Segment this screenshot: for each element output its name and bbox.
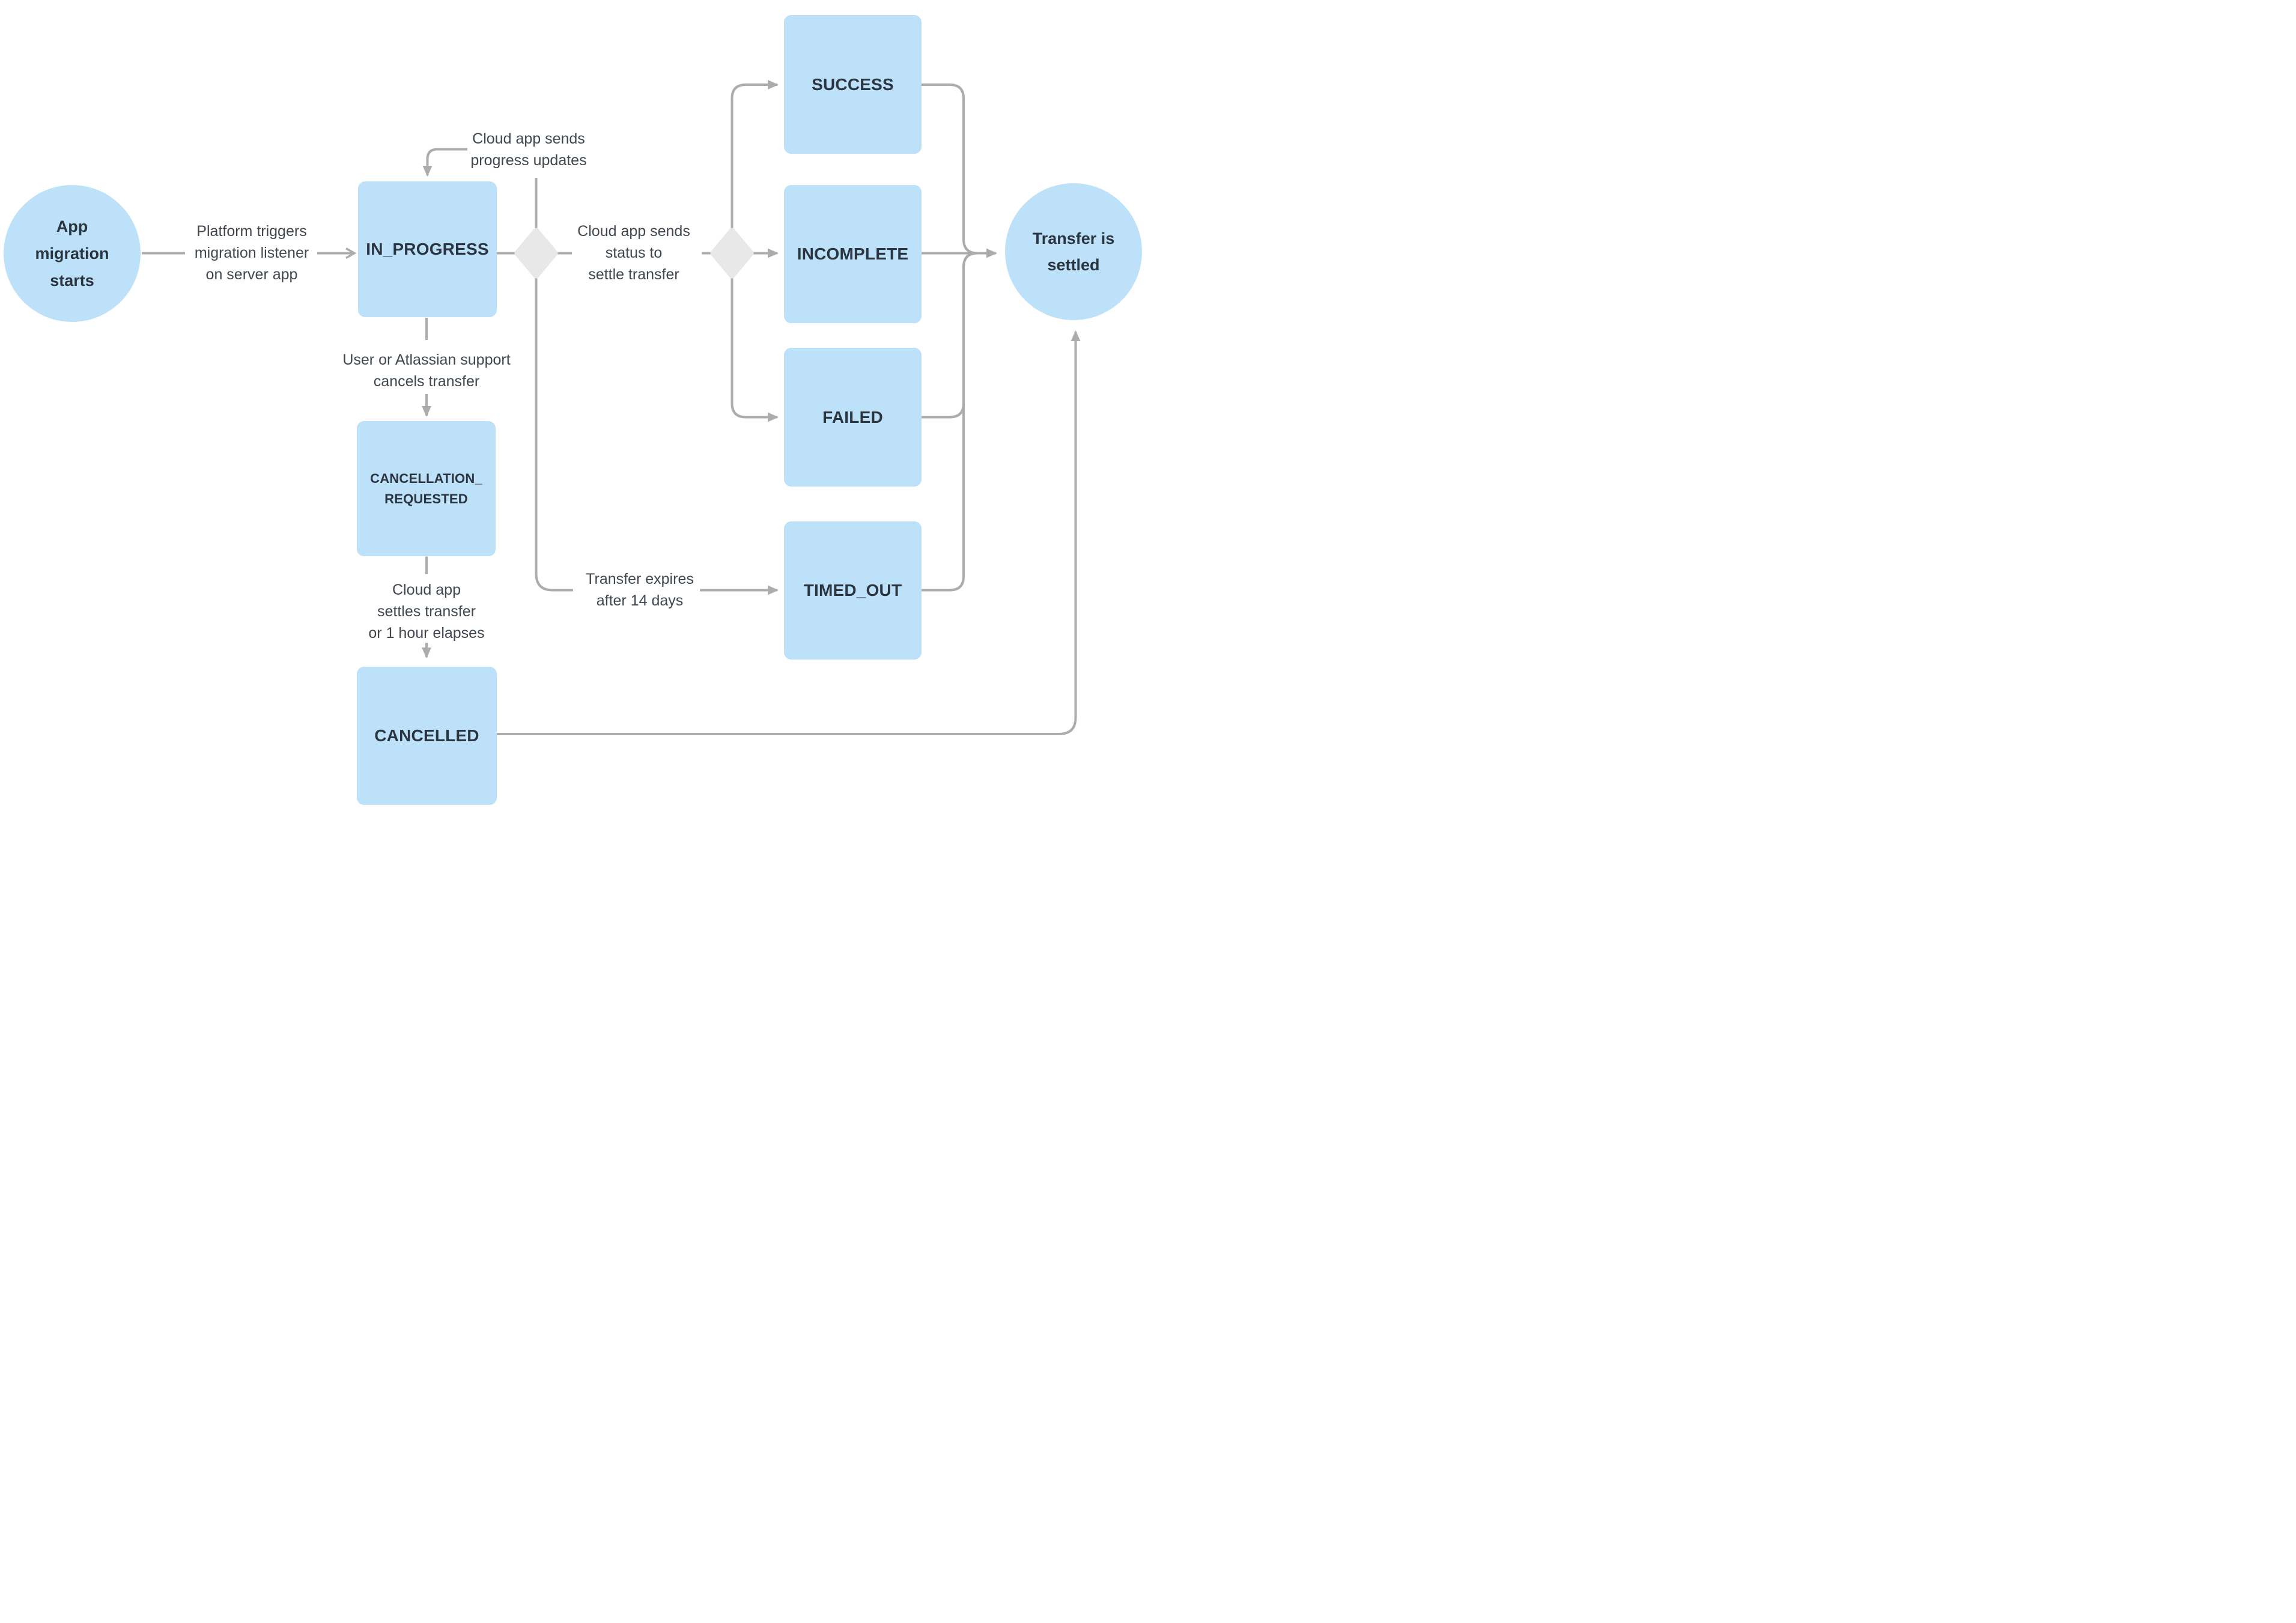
label-progress-updates: Cloud app sends progress updates xyxy=(470,130,587,169)
edge-success-to-settled xyxy=(922,83,978,255)
node-transfer-is-settled: Transfer is settled xyxy=(1005,183,1142,320)
node-timed-out: TIMED_OUT xyxy=(784,521,922,660)
decision1-diamond xyxy=(514,228,558,279)
edge-decision2-to-success xyxy=(730,80,779,231)
node-cancellation-requested: CANCELLATION_ REQUESTED xyxy=(357,421,496,556)
node-in-progress: IN_PROGRESS xyxy=(358,181,497,317)
connector-layer xyxy=(142,80,1081,735)
flowchart-canvas: App migration starts IN_PROGRESS CANCELL… xyxy=(0,0,1148,812)
node-failed: FAILED xyxy=(784,348,922,487)
edge-selfloop-return xyxy=(422,148,467,177)
decision2-diamond xyxy=(710,228,754,279)
label-platform-triggers: Platform triggers migration listener on … xyxy=(194,223,309,283)
label-settles-or-hour: Cloud app settles transfer or 1 hour ela… xyxy=(368,581,485,642)
label-transfer-expires: Transfer expires after 14 days xyxy=(586,571,694,609)
edge-decision2-to-failed xyxy=(730,276,779,422)
edge-failed-to-settled xyxy=(922,252,978,419)
label-status-settle: Cloud app sends status to settle transfe… xyxy=(577,223,690,283)
node-incomplete: INCOMPLETE xyxy=(784,185,922,323)
edge-decision1-to-timedout-seg1 xyxy=(535,276,573,592)
label-cancels-transfer: User or Atlassian support cancels transf… xyxy=(342,351,511,390)
node-success: SUCCESS xyxy=(784,15,922,154)
edge-timedout-to-settled xyxy=(922,252,978,592)
node-app-migration-starts: App migration starts xyxy=(4,185,141,322)
node-cancelled: CANCELLED xyxy=(357,667,497,805)
edge-cancelled-to-settled xyxy=(496,330,1081,735)
